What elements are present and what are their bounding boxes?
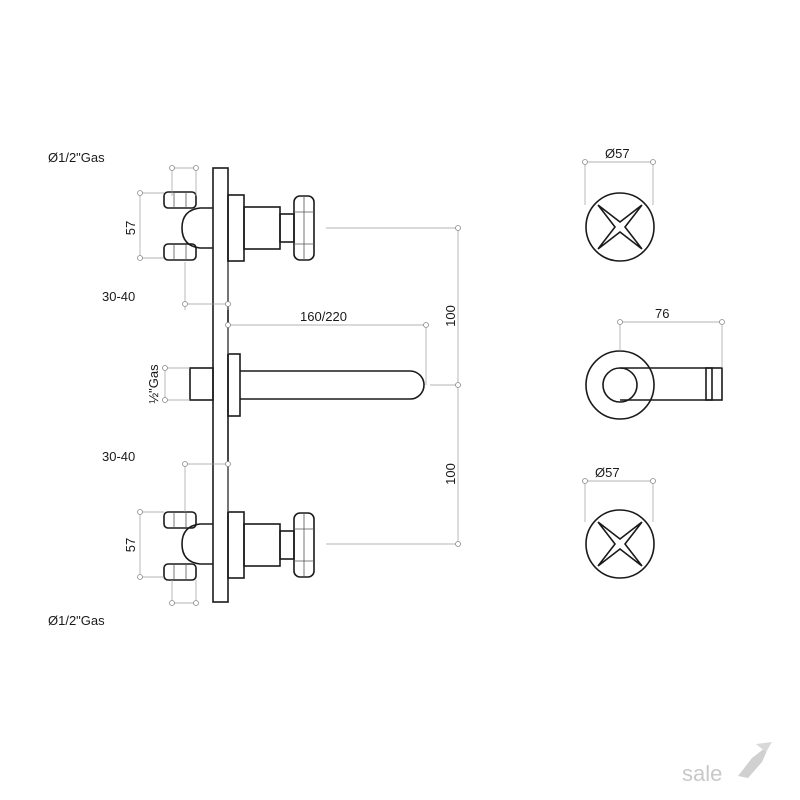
dim-30-40-top: 30-40 bbox=[102, 289, 135, 304]
wall-plate bbox=[212, 167, 229, 603]
front-view: Ø57 76 Ø57 bbox=[582, 146, 725, 579]
top-valve-body bbox=[243, 206, 281, 250]
bottom-nut-upper bbox=[163, 511, 197, 529]
top-nut-lower bbox=[163, 243, 197, 261]
dim-d57-top: Ø57 bbox=[605, 146, 630, 161]
dim-57-bottom: 57 bbox=[123, 538, 138, 552]
bottom-inlet-elbow bbox=[181, 523, 213, 565]
spout-flange bbox=[227, 353, 241, 417]
dim-76: 76 bbox=[655, 306, 669, 321]
dim-100-top: 100 bbox=[443, 305, 458, 327]
dim-100-bottom: 100 bbox=[443, 463, 458, 485]
dim-160-220: 160/220 bbox=[300, 309, 347, 324]
dim-57-top: 57 bbox=[123, 221, 138, 235]
gas-label-top: Ø1/2"Gas bbox=[48, 150, 105, 165]
top-nut-upper bbox=[163, 191, 197, 209]
side-dimensions bbox=[137, 165, 461, 606]
bottom-nut-lower bbox=[163, 563, 197, 581]
top-valve bbox=[163, 191, 315, 262]
watermark: sale bbox=[682, 742, 772, 786]
dim-d57-bottom: Ø57 bbox=[595, 465, 620, 480]
top-inlet-elbow bbox=[181, 207, 213, 249]
side-view: Ø1/2"Gas 57 30-40 ½"Gas 160/220 100 100 … bbox=[48, 150, 461, 628]
spout-arm bbox=[240, 370, 425, 400]
spout-connector bbox=[189, 367, 214, 401]
top-cross-handle bbox=[582, 159, 656, 262]
gas-label-bottom: Ø1/2"Gas bbox=[48, 613, 105, 628]
bottom-valve-body bbox=[243, 523, 281, 567]
bottom-valve-stem bbox=[279, 530, 295, 560]
watermark-text: sale bbox=[682, 761, 722, 786]
sale-7-logo-icon bbox=[738, 744, 770, 778]
gas-label-mid: ½"Gas bbox=[146, 364, 161, 404]
top-valve-flange bbox=[227, 194, 245, 262]
spout bbox=[189, 353, 425, 417]
bottom-cross-handle bbox=[582, 478, 656, 579]
bottom-valve-flange bbox=[227, 511, 245, 579]
dim-30-40-bottom: 30-40 bbox=[102, 449, 135, 464]
bottom-valve bbox=[163, 511, 315, 581]
top-valve-stem bbox=[279, 213, 295, 243]
spout-front bbox=[585, 319, 725, 420]
